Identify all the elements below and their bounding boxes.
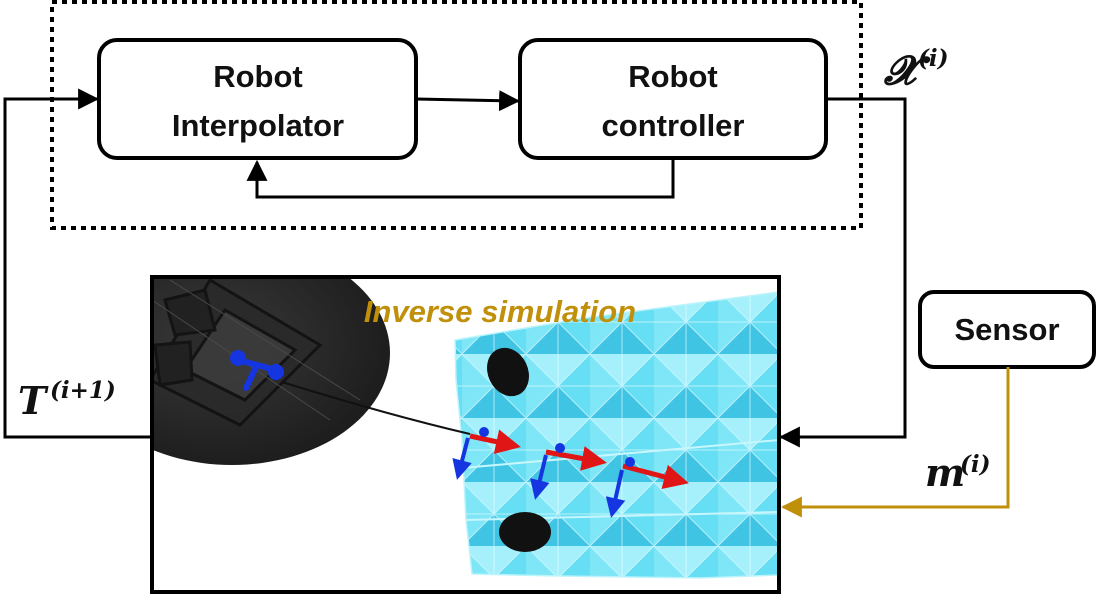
gripper-t-marker [230,350,284,391]
simulation-title: Inverse simulation [364,294,636,329]
sensor-label: Sensor [954,312,1059,347]
sensor-block: Sensor [918,290,1096,369]
m-signal-arrow [780,367,1010,518]
x-signal-label: 𝓧 (i) [883,45,949,94]
m-signal-sup: (i) [960,451,991,478]
interpolator-label-line2: Interpolator [172,108,344,143]
m-signal-label: m (i) [925,450,991,495]
interpolator-label-line1: Robot [213,59,303,94]
t-signal-arrow [3,88,152,439]
t-signal-base: T [18,378,49,423]
x-signal-arrow [778,97,907,448]
interpolator-to-controller-arrow [415,90,521,112]
robot-dotted-boundary [50,0,863,230]
tactile-mesh-surface [454,291,779,579]
x-signal-sup: (i) [918,45,949,72]
t-signal-sup: (i+1) [50,377,116,404]
force-vector-2 [530,443,607,500]
m-signal-base: m [925,450,965,495]
robot-controller-block: Robot controller [518,38,828,160]
t-signal-label: T (i+1) [18,377,116,423]
contact-marker-top [487,347,529,397]
controller-label-line2: controller [602,108,745,143]
cable-line [281,381,471,435]
controller-feedback-arrow [246,158,675,199]
inverse-simulation-panel: Inverse simulation [150,275,781,594]
force-vector-3 [605,457,689,518]
controller-label-line1: Robot [628,59,718,94]
simulation-border [150,275,781,594]
force-vector-1 [452,427,521,480]
contact-marker-bottom [499,512,551,552]
robot-interpolator-block: Robot Interpolator [97,38,418,160]
